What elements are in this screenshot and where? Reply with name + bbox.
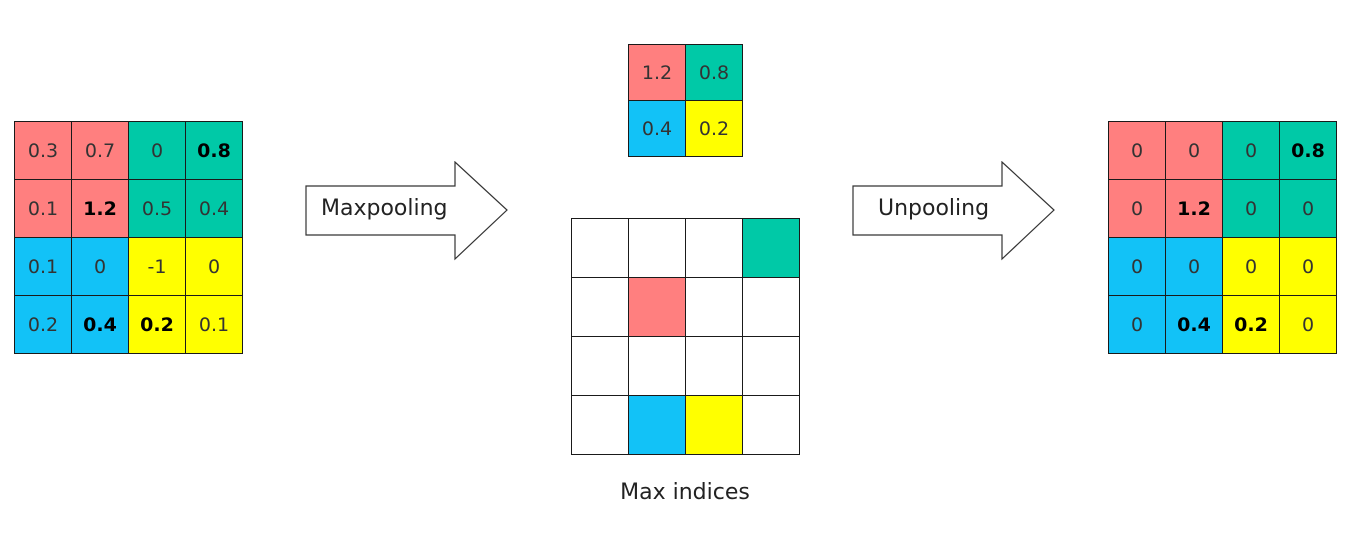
matrix-cell: 0.3 — [14, 121, 72, 180]
matrix-cell: 0 — [185, 237, 243, 296]
matrix-cell — [571, 395, 629, 455]
matrix-cell — [742, 277, 800, 337]
maxpooling-label: Maxpooling — [321, 196, 448, 221]
matrix-cell: 0 — [1108, 179, 1166, 238]
matrix-cell — [685, 218, 743, 278]
max-indices-matrix — [571, 218, 800, 455]
matrix-cell: 0.7 — [71, 121, 129, 180]
matrix-cell: 0.1 — [14, 179, 72, 238]
matrix-cell: 0 — [1222, 179, 1280, 238]
unpooling-arrow — [852, 161, 1055, 261]
maxpooling-arrow — [305, 161, 508, 261]
matrix-cell: 0 — [1279, 179, 1337, 238]
matrix-cell: 0.1 — [14, 237, 72, 296]
matrix-cell: 0.4 — [185, 179, 243, 238]
matrix-cell: 0 — [1108, 237, 1166, 296]
max-indices-caption: Max indices — [620, 480, 750, 505]
matrix-cell — [628, 218, 686, 278]
matrix-cell: 1.2 — [1165, 179, 1223, 238]
matrix-cell: 0.4 — [71, 295, 129, 354]
matrix-cell — [685, 395, 743, 455]
matrix-cell: 0 — [1222, 121, 1280, 180]
matrix-cell — [628, 395, 686, 455]
matrix-cell: 0.5 — [128, 179, 186, 238]
matrix-cell: 0 — [71, 237, 129, 296]
matrix-cell: 1.2 — [628, 44, 686, 101]
matrix-cell: 0.2 — [128, 295, 186, 354]
matrix-cell — [628, 277, 686, 337]
matrix-cell: 0 — [1108, 295, 1166, 354]
matrix-cell — [571, 277, 629, 337]
matrix-cell: 0 — [1108, 121, 1166, 180]
matrix-cell: 0.8 — [185, 121, 243, 180]
matrix-cell — [571, 218, 629, 278]
matrix-cell: 0.8 — [1279, 121, 1337, 180]
matrix-cell: 0.8 — [685, 44, 743, 101]
matrix-cell: 0.2 — [1222, 295, 1280, 354]
matrix-cell: 0 — [1279, 295, 1337, 354]
matrix-cell: 0 — [1165, 237, 1223, 296]
matrix-cell: 0 — [128, 121, 186, 180]
matrix-cell: 0.4 — [1165, 295, 1223, 354]
matrix-cell: 0 — [1165, 121, 1223, 180]
matrix-cell: -1 — [128, 237, 186, 296]
matrix-cell — [742, 336, 800, 396]
matrix-cell — [628, 336, 686, 396]
matrix-cell — [742, 218, 800, 278]
matrix-cell: 0 — [1279, 237, 1337, 296]
matrix-cell — [685, 277, 743, 337]
matrix-cell: 1.2 — [71, 179, 129, 238]
matrix-cell — [742, 395, 800, 455]
matrix-cell — [571, 336, 629, 396]
matrix-cell — [685, 336, 743, 396]
matrix-cell: 0 — [1222, 237, 1280, 296]
matrix-cell: 0.1 — [185, 295, 243, 354]
matrix-cell: 0.4 — [628, 100, 686, 157]
unpooling-label: Unpooling — [878, 196, 990, 221]
matrix-cell: 0.2 — [685, 100, 743, 157]
matrix-cell: 0.2 — [14, 295, 72, 354]
